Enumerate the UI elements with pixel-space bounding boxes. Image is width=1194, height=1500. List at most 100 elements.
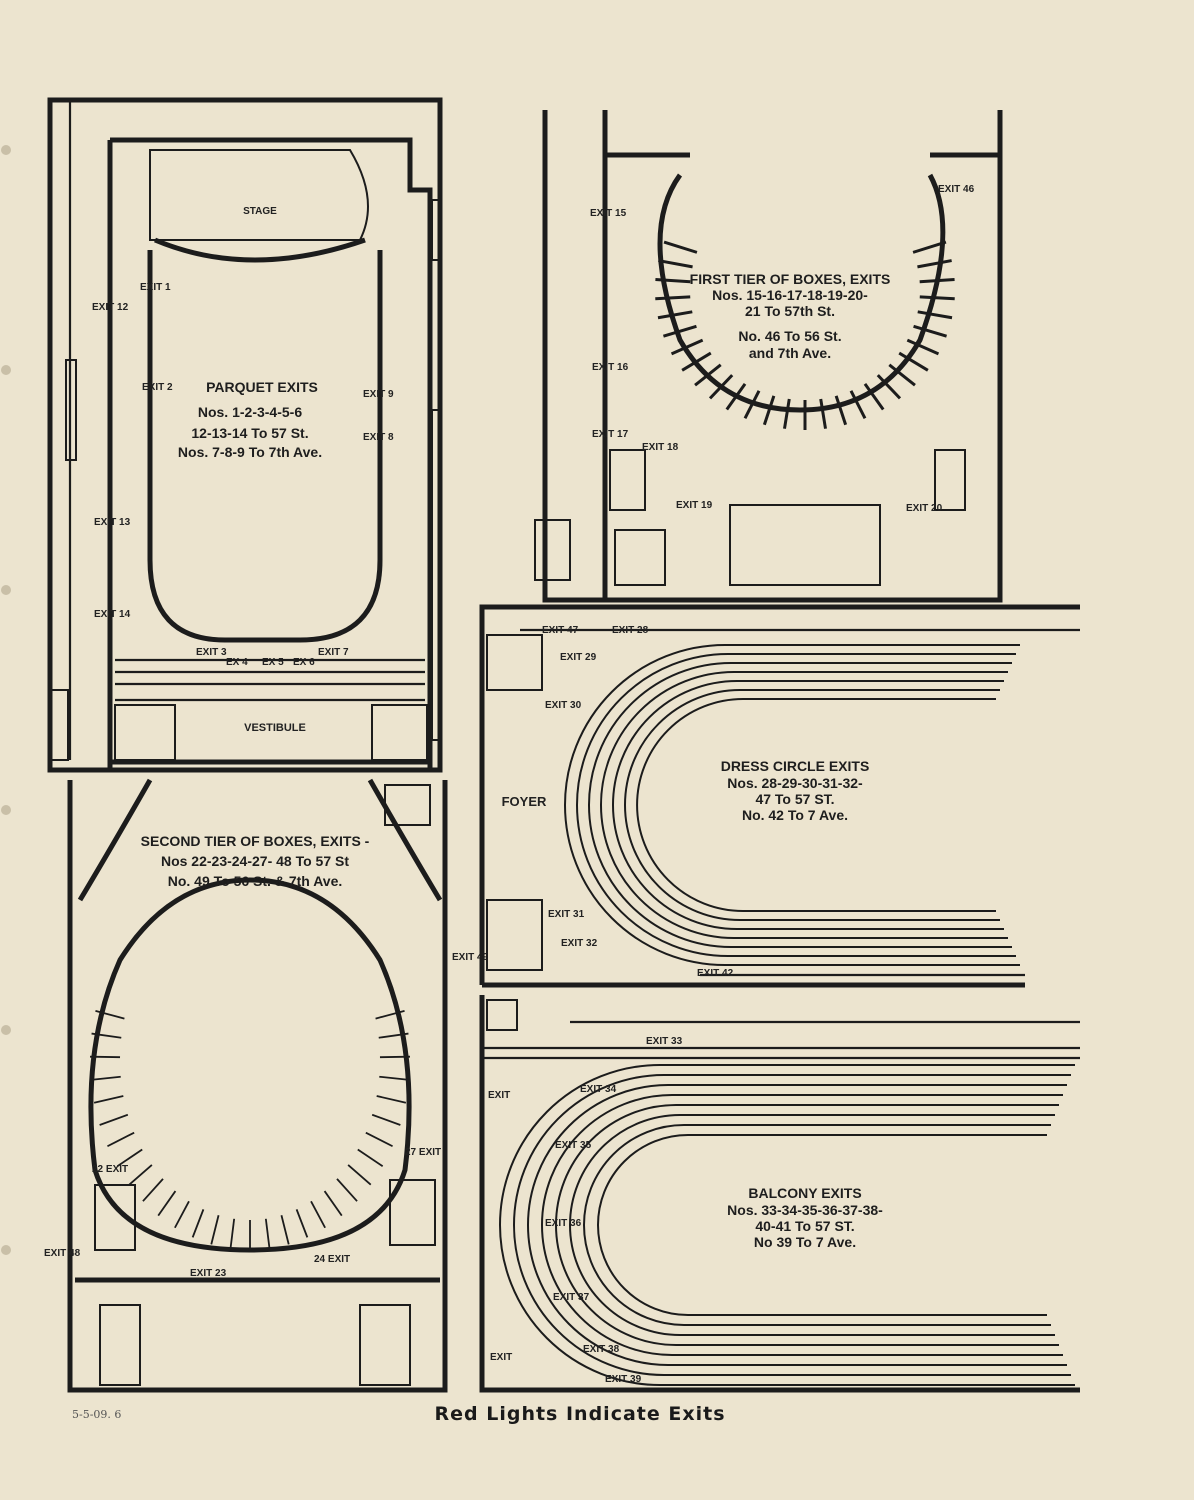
stage-apron: [154, 237, 366, 263]
exit-49-label: EXIT 49: [452, 952, 489, 963]
seating-row: [624, 689, 1000, 921]
parquet-line3: Nos. 7-8-9 To 7th Ave.: [178, 444, 322, 460]
partition-line: [357, 1148, 384, 1167]
parquet-title: PARQUET EXITS: [206, 379, 318, 395]
second-tier-plan: SECOND TIER OF BOXES, EXITS - Nos 22-23-…: [44, 778, 489, 1393]
balcony-outer-wall: [479, 995, 1080, 1393]
seating-row: [513, 1074, 1071, 1376]
partition-line: [210, 1215, 220, 1245]
partition-line: [99, 1113, 129, 1126]
second-tier-box-partitions: [90, 1009, 410, 1250]
partition-line: [365, 1131, 393, 1148]
parquet-line1: Nos. 1-2-3-4-5-6: [198, 404, 302, 420]
exit-18-label: EXIT 18: [642, 442, 679, 453]
exit-23-label: EXIT 23: [190, 1268, 227, 1279]
exit-19-label: EXIT 19: [676, 500, 713, 511]
balcony-exit-lower-label: EXIT: [490, 1352, 512, 1363]
balcony-exit-upper-label: EXIT: [488, 1090, 510, 1101]
foyer-label: FOYER: [502, 794, 547, 809]
balcony-line3: No 39 To 7 Ave.: [754, 1234, 856, 1250]
partition-line: [663, 240, 698, 254]
exit-2-label: EXIT 2: [142, 382, 173, 393]
partition-line: [128, 1164, 153, 1186]
first-tier-plan: FIRST TIER OF BOXES, EXITS Nos. 15-16-17…: [534, 110, 1003, 603]
exit-37-label: EXIT 37: [553, 1292, 590, 1303]
partition-line: [295, 1209, 309, 1238]
partition-line: [336, 1178, 358, 1202]
first-tier-title: FIRST TIER OF BOXES, EXITS: [690, 271, 891, 287]
first-tier-box-partitions: [655, 240, 955, 430]
exit-38-label: EXIT 38: [583, 1344, 620, 1355]
vestibule-label: VESTIBULE: [244, 722, 306, 734]
partition-line: [658, 259, 693, 269]
exit-28-label: EXIT 28: [612, 625, 649, 636]
partition-line: [819, 398, 827, 429]
first-tier-line1: Nos. 15-16-17-18-19-20-: [712, 287, 868, 303]
seating-row: [636, 698, 996, 912]
exit-42-label: EXIT 42: [697, 968, 734, 979]
dress-circle-rows: [564, 644, 1020, 966]
exit-14-label: EXIT 14: [94, 609, 131, 620]
partition-line: [323, 1190, 343, 1217]
dress-circle-plan: FOYER DRESS CIRCLE EXITS Nos. 28-29-30-3…: [479, 604, 1080, 988]
partition-line: [662, 324, 697, 338]
balcony-line2: 40-41 To 57 ST.: [755, 1218, 854, 1234]
partition-line: [91, 1032, 122, 1039]
partition-line: [876, 374, 902, 400]
exit-27-label: 27 EXIT: [405, 1147, 441, 1158]
first-tier-horseshoe: [657, 173, 946, 413]
exit-35-label: EXIT 35: [555, 1140, 592, 1151]
partition-line: [912, 240, 947, 254]
exit-6-label: EX 6: [293, 657, 315, 668]
dress-circle-line2: 47 To 57 ST.: [755, 791, 834, 807]
partition-line: [379, 1055, 410, 1059]
dress-circle-line1: Nos. 28-29-30-31-32-: [727, 775, 863, 791]
second-tier-outer-wall: [67, 780, 448, 1393]
partition-line: [142, 1178, 164, 1202]
seating-row: [527, 1084, 1067, 1366]
exit-3-label: EXIT 3: [196, 647, 227, 658]
second-tier-title: SECOND TIER OF BOXES, EXITS -: [141, 833, 370, 849]
exit-9-label: EXIT 9: [363, 389, 394, 400]
second-tier-horseshoe: [88, 877, 412, 1253]
exit-24-label: 24 EXIT: [314, 1254, 350, 1265]
second-tier-line1: Nos 22-23-24-27- 48 To 57 St: [161, 853, 349, 869]
partition-line: [725, 382, 747, 411]
partition-line: [863, 382, 885, 411]
partition-line: [694, 363, 722, 387]
parquet-plan: STAGE VESTIBULE PARQUET EXITS Nos. 1-2-3…: [47, 97, 443, 773]
exit-46-label: EXIT 46: [938, 184, 975, 195]
exit-39-label: EXIT 39: [605, 1374, 642, 1385]
balcony-plan: BALCONY EXITS Nos. 33-34-35-36-37-38- 40…: [479, 995, 1080, 1393]
partition-line: [378, 1032, 409, 1039]
exit-17-label: EXIT 17: [592, 429, 629, 440]
partition-line: [898, 351, 929, 372]
exit-22-label: 22 EXIT: [92, 1164, 128, 1175]
partition-line: [90, 1075, 121, 1081]
dress-circle-title: DRESS CIRCLE EXITS: [721, 758, 870, 774]
exit-20-label: EXIT 20: [906, 503, 943, 514]
partition-line: [95, 1009, 125, 1020]
pencil-note: 5-5-09. 6: [72, 1408, 121, 1421]
parquet-lobby-stairs: [110, 658, 430, 765]
partition-line: [264, 1218, 271, 1249]
partition-line: [888, 363, 916, 387]
dress-circle-outer-wall: [479, 604, 1080, 985]
partition-line: [93, 1095, 124, 1104]
first-tier-line4: and 7th Ave.: [749, 345, 831, 361]
auditorium-outline: [147, 250, 383, 643]
partition-line: [670, 338, 704, 356]
exit-34-label: EXIT 34: [580, 1084, 617, 1095]
stage-area: [149, 149, 369, 241]
partition-line: [657, 310, 693, 320]
parquet-line2: 12-13-14 To 57 St.: [191, 425, 308, 441]
partition-line: [906, 338, 940, 356]
balcony-title: BALCONY EXITS: [748, 1185, 861, 1201]
exit-30-label: EXIT 30: [545, 700, 582, 711]
partition-line: [90, 1055, 121, 1059]
partition-line: [655, 295, 691, 301]
exit-31-label: EXIT 31: [548, 909, 585, 920]
partition-line: [379, 1075, 410, 1081]
partition-line: [917, 310, 953, 320]
